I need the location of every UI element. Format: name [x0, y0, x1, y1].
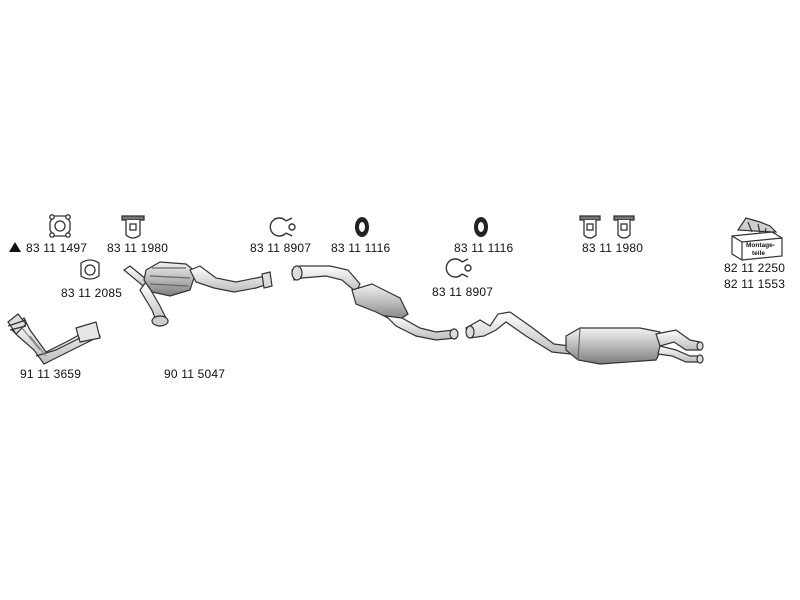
part-number-label: 83 11 1116	[331, 241, 391, 255]
part-number-label: 91 11 3659	[20, 367, 82, 381]
warning-triangle-icon	[9, 242, 21, 252]
middle-silencer-icon	[291, 265, 459, 341]
mounting-kit-box-icon: Montage- teile	[731, 217, 783, 261]
rubber-hanger-icon	[121, 215, 145, 239]
part-number-label: 83 11 1980	[582, 241, 644, 255]
gasket-icon	[80, 259, 100, 280]
part-number-label: 82 11 1553	[724, 277, 786, 291]
part-number-label: 83 11 2085	[61, 286, 123, 300]
kit-box-text-1: Montage-	[746, 242, 775, 249]
part-number-label: 83 11 1497	[26, 241, 88, 255]
part-number-label: 83 11 8907	[432, 285, 494, 299]
front-pipe-icon	[7, 313, 101, 365]
rear-silencer-icon	[465, 311, 704, 365]
pipe-clamp-icon	[269, 217, 296, 237]
part-number-label: 83 11 1116	[454, 241, 514, 255]
clamp-flange-icon	[49, 214, 71, 238]
part-number-label: 90 11 5047	[164, 367, 226, 381]
part-number-label: 83 11 1980	[107, 241, 169, 255]
rubber-ring-icon	[355, 217, 369, 237]
rubber-ring-icon	[474, 217, 488, 237]
kit-box-text-2: teile	[752, 250, 765, 257]
pipe-clamp-icon	[445, 258, 472, 278]
rubber-hanger-icon	[579, 215, 635, 239]
part-number-label: 83 11 8907	[250, 241, 312, 255]
part-number-label: 82 11 2250	[724, 261, 786, 275]
catalytic-converter-icon	[122, 261, 273, 327]
